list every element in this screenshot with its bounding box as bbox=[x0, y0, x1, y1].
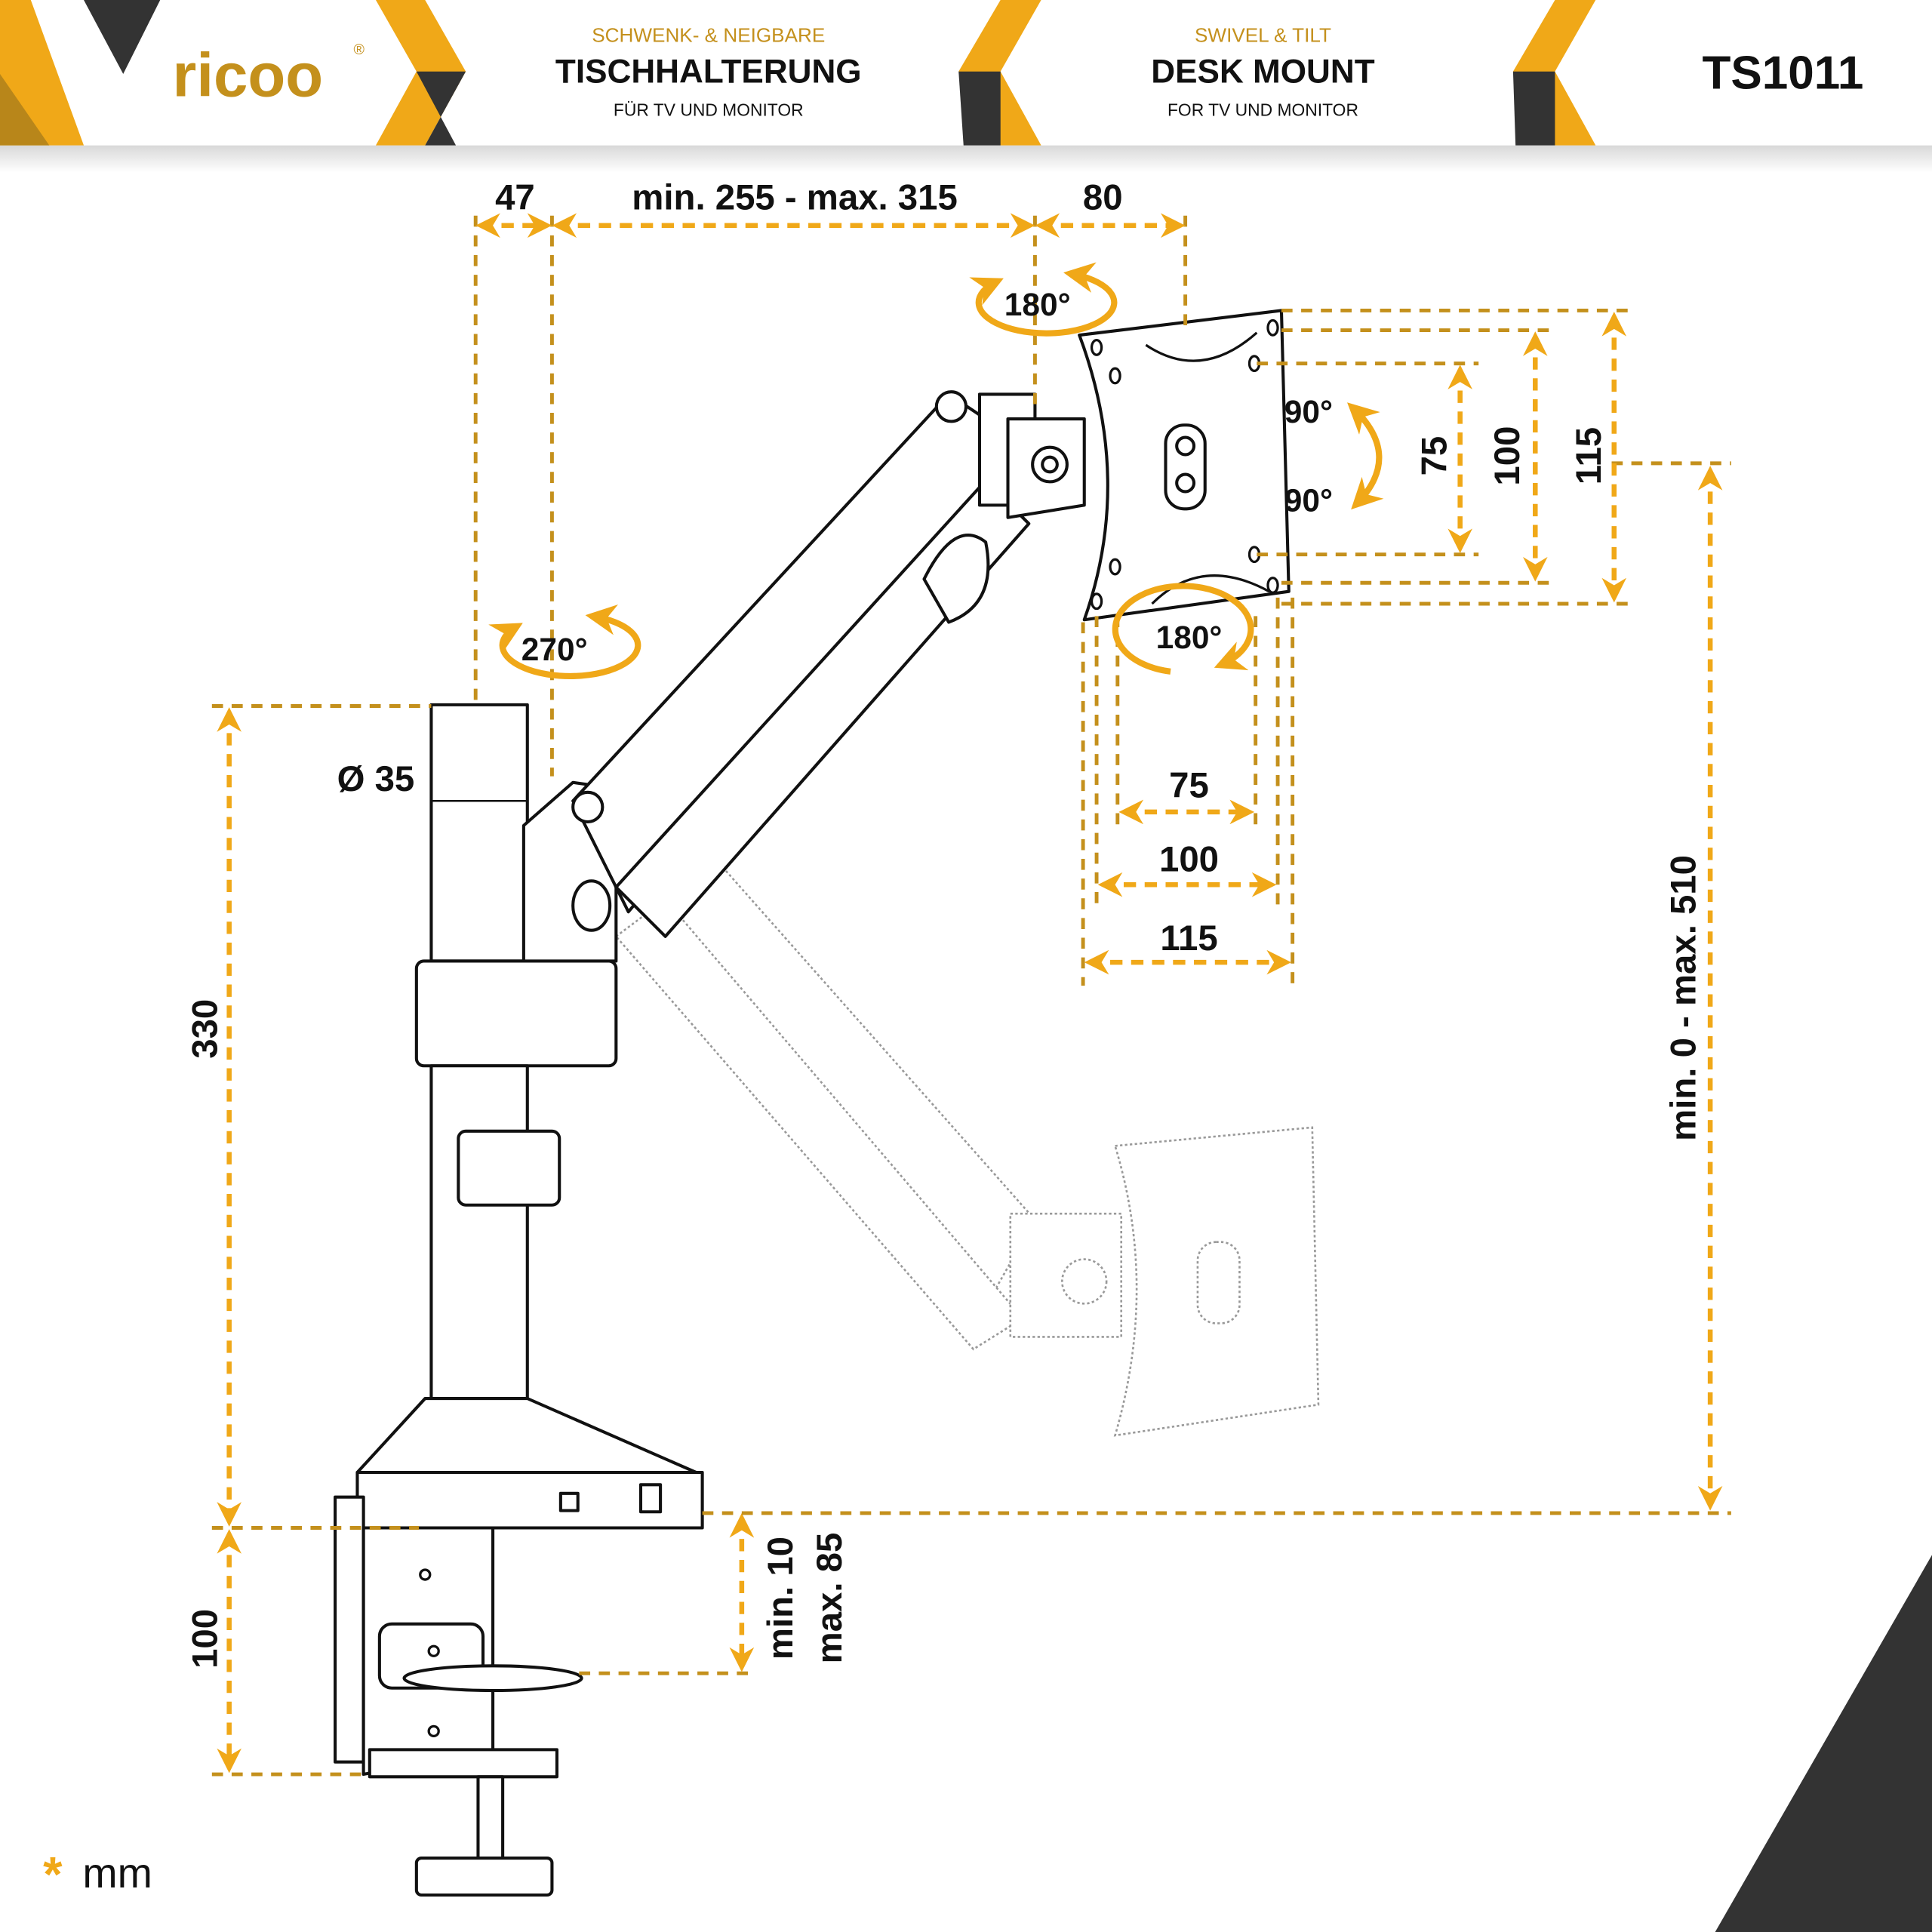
label-tilt-up: 90° bbox=[1284, 394, 1333, 429]
ricoo-logo: ricoo ® bbox=[173, 41, 365, 109]
label-vesa-v-115: 115 bbox=[1569, 427, 1609, 485]
dimension-lines bbox=[211, 213, 1731, 1777]
unit-note: * mm bbox=[43, 1847, 152, 1902]
label-swivel-base: 270° bbox=[521, 632, 588, 667]
label-vesa-v-100: 100 bbox=[1487, 426, 1527, 486]
decorative-chevrons bbox=[0, 0, 1596, 146]
label-rotate: 180° bbox=[1156, 620, 1223, 655]
de-subtitle: FÜR TV UND MONITOR bbox=[614, 100, 804, 119]
de-title: TISCHHALTERUNG bbox=[555, 53, 862, 90]
dimension-labels: 47 min. 255 - max. 315 80 180° 270° Ø 35… bbox=[185, 178, 1703, 1669]
ghost-arm-lowered bbox=[589, 786, 1320, 1437]
label-vesa-h-115: 115 bbox=[1160, 918, 1217, 958]
mount-drawing bbox=[334, 309, 1291, 1897]
label-tilt-down: 90° bbox=[1284, 483, 1333, 518]
svg-text:ricoo: ricoo bbox=[173, 41, 324, 109]
en-subtitle: FOR TV UND MONITOR bbox=[1168, 100, 1358, 119]
de-kicker: SCHWENK- & NEIGBARE bbox=[592, 24, 825, 47]
svg-text:®: ® bbox=[354, 42, 365, 58]
en-kicker: SWIVEL & TILT bbox=[1195, 24, 1331, 47]
label-pole-height: 330 bbox=[185, 999, 225, 1059]
label-swivel-top: 180° bbox=[1004, 287, 1071, 322]
label-vesa-v-75: 75 bbox=[1415, 436, 1455, 476]
label-arm-length: min. 255 - max. 315 bbox=[632, 178, 957, 218]
label-height-range: min. 0 - max. 510 bbox=[1664, 855, 1704, 1141]
label-vesa-h-75: 75 bbox=[1169, 765, 1209, 805]
label-head-80: 80 bbox=[1083, 178, 1123, 218]
model-number: TS1011 bbox=[1703, 48, 1864, 100]
label-vesa-h-100: 100 bbox=[1159, 839, 1219, 879]
label-clamp-height: 100 bbox=[185, 1609, 225, 1669]
label-offset-47: 47 bbox=[495, 178, 535, 218]
corner-triangle bbox=[1715, 1555, 1932, 1932]
svg-text:*: * bbox=[43, 1847, 63, 1902]
en-title: DESK MOUNT bbox=[1151, 53, 1374, 90]
label-clamp-max: max. 85 bbox=[810, 1533, 850, 1664]
label-clamp-min: min. 10 bbox=[761, 1537, 801, 1660]
header-banner: ricoo ® SCHWENK- & NEIGBARE TISCHHALTERU… bbox=[0, 0, 1932, 173]
svg-text:mm: mm bbox=[82, 1850, 152, 1897]
label-pole-diameter: Ø 35 bbox=[337, 759, 415, 799]
